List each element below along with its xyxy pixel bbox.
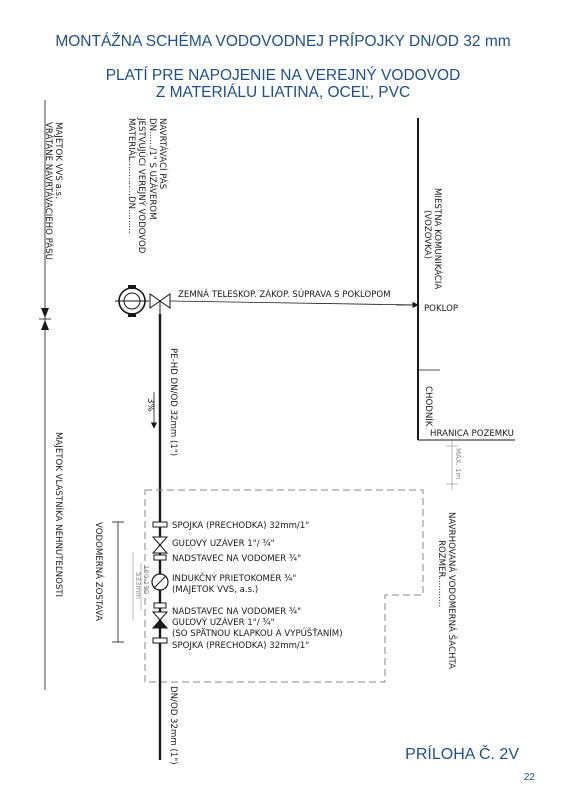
ownership-boundary-arrow-up bbox=[41, 308, 49, 318]
component-label: (SO SPÄTNOU KLAPKOU A VYPÚŠŤANÍM) bbox=[172, 627, 343, 639]
meter-shaft-outline bbox=[144, 489, 424, 683]
subtitle-line-1: PLATÍ PRE NAPOJENIE NA VEREJNÝ VODOVOD bbox=[105, 67, 461, 84]
flow-meter-icon bbox=[151, 573, 169, 591]
drill-band-label-2: DN....../1" S UZÁVEROM bbox=[147, 118, 159, 219]
existing-pipe-label-2: MATERIÁL.............DN......... bbox=[126, 118, 138, 234]
owner-property-label: MAJETOK VLASTNÍKA NEHNUTEĽNOSTI bbox=[53, 432, 65, 597]
component-label: GUĽOVÝ UZÁVER 1"/ ¾" bbox=[172, 537, 275, 549]
coupling-bottom-icon bbox=[152, 637, 168, 644]
saddle-valve-icon bbox=[149, 293, 171, 314]
owner-vvs-label-2: VRÁTANE NAVRTÁVACIEHO PÁSU bbox=[43, 122, 55, 260]
meter-extension-bottom-icon bbox=[153, 602, 167, 609]
coupling-top-icon bbox=[152, 521, 168, 528]
dim-533-label: 533mm bbox=[134, 572, 142, 599]
page-number: 22 bbox=[523, 772, 535, 783]
check-ball-valve-icon bbox=[151, 611, 169, 629]
main-pipe-section bbox=[115, 285, 149, 317]
boundary-label: HRANICA POZEMKU bbox=[430, 429, 514, 439]
meter-assembly-label: VODOMERNÁ ZOSTAVA bbox=[93, 522, 105, 621]
component-label: SPOJKA (PRECHODKA) 32mm/1" bbox=[172, 641, 309, 651]
component-label: SPOJKA (PRECHODKA) 32mm/1" bbox=[172, 521, 309, 531]
page-title: MONTÁŽNA SCHÉMA VODOVODNEJ PRÍPOJKY DN/O… bbox=[55, 33, 511, 50]
pipe-upper-label: PE-HD DN/OD 32mm (1") bbox=[168, 348, 178, 456]
component-label: INDUKČNÝ PRIETOKOMER ¾" bbox=[172, 572, 296, 584]
telescopic-label: ZEMNÁ TELESKOP. ZÁKOP. SÚPRAVA S POKLOPO… bbox=[178, 288, 391, 300]
shaft-label-2: ROZMER........... bbox=[436, 540, 446, 607]
component-label: NADSTAVEC NA VODOMER ¾" bbox=[172, 554, 301, 564]
existing-pipe-label: JESTVUJÚCI VEREJNÝ VODOVOD bbox=[136, 117, 148, 254]
dim-160-190-label: 160-190 bbox=[142, 565, 150, 594]
owner-vvs-label: MAJETOK VVS a.s. bbox=[53, 122, 63, 199]
subtitle-line-2: Z MATERIÁLU LIATINA, OCEĽ, PVC bbox=[155, 84, 411, 101]
sidewalk-label: CHODNÍK bbox=[423, 386, 435, 427]
component-label: GUĽOVÝ UZÁVER 1"/ ¾" bbox=[172, 616, 275, 628]
telescopic-key-line bbox=[169, 300, 419, 309]
max-distance-label: MAX. 1m bbox=[454, 448, 462, 480]
ball-valve-icon bbox=[151, 536, 169, 554]
drill-band-label: NAVRTÁVACÍ PÁS bbox=[157, 118, 169, 189]
component-label: NADSTAVEC NA VODOMER ¾" bbox=[172, 607, 301, 617]
ownership-boundary-arrow-down bbox=[41, 320, 49, 330]
pipe-lower-label: DN/OD 32mm (1") bbox=[168, 686, 178, 765]
appendix-label: PRÍLOHA Č. 2V bbox=[405, 746, 519, 763]
component-label: (MAJETOK VVS, a.s.) bbox=[172, 585, 258, 595]
road-label: MIESTNA KOMUNIKÁCIA bbox=[432, 188, 444, 289]
meter-extension-top-icon bbox=[153, 554, 167, 561]
lid-label: POKLOP bbox=[424, 304, 458, 314]
shaft-label: NAVRHOVANÁ VODOMERNÁ ŠACHTA bbox=[446, 512, 458, 669]
road-label-2: (VOZOVKA) bbox=[422, 210, 432, 259]
slope-label: 3% bbox=[145, 398, 155, 412]
